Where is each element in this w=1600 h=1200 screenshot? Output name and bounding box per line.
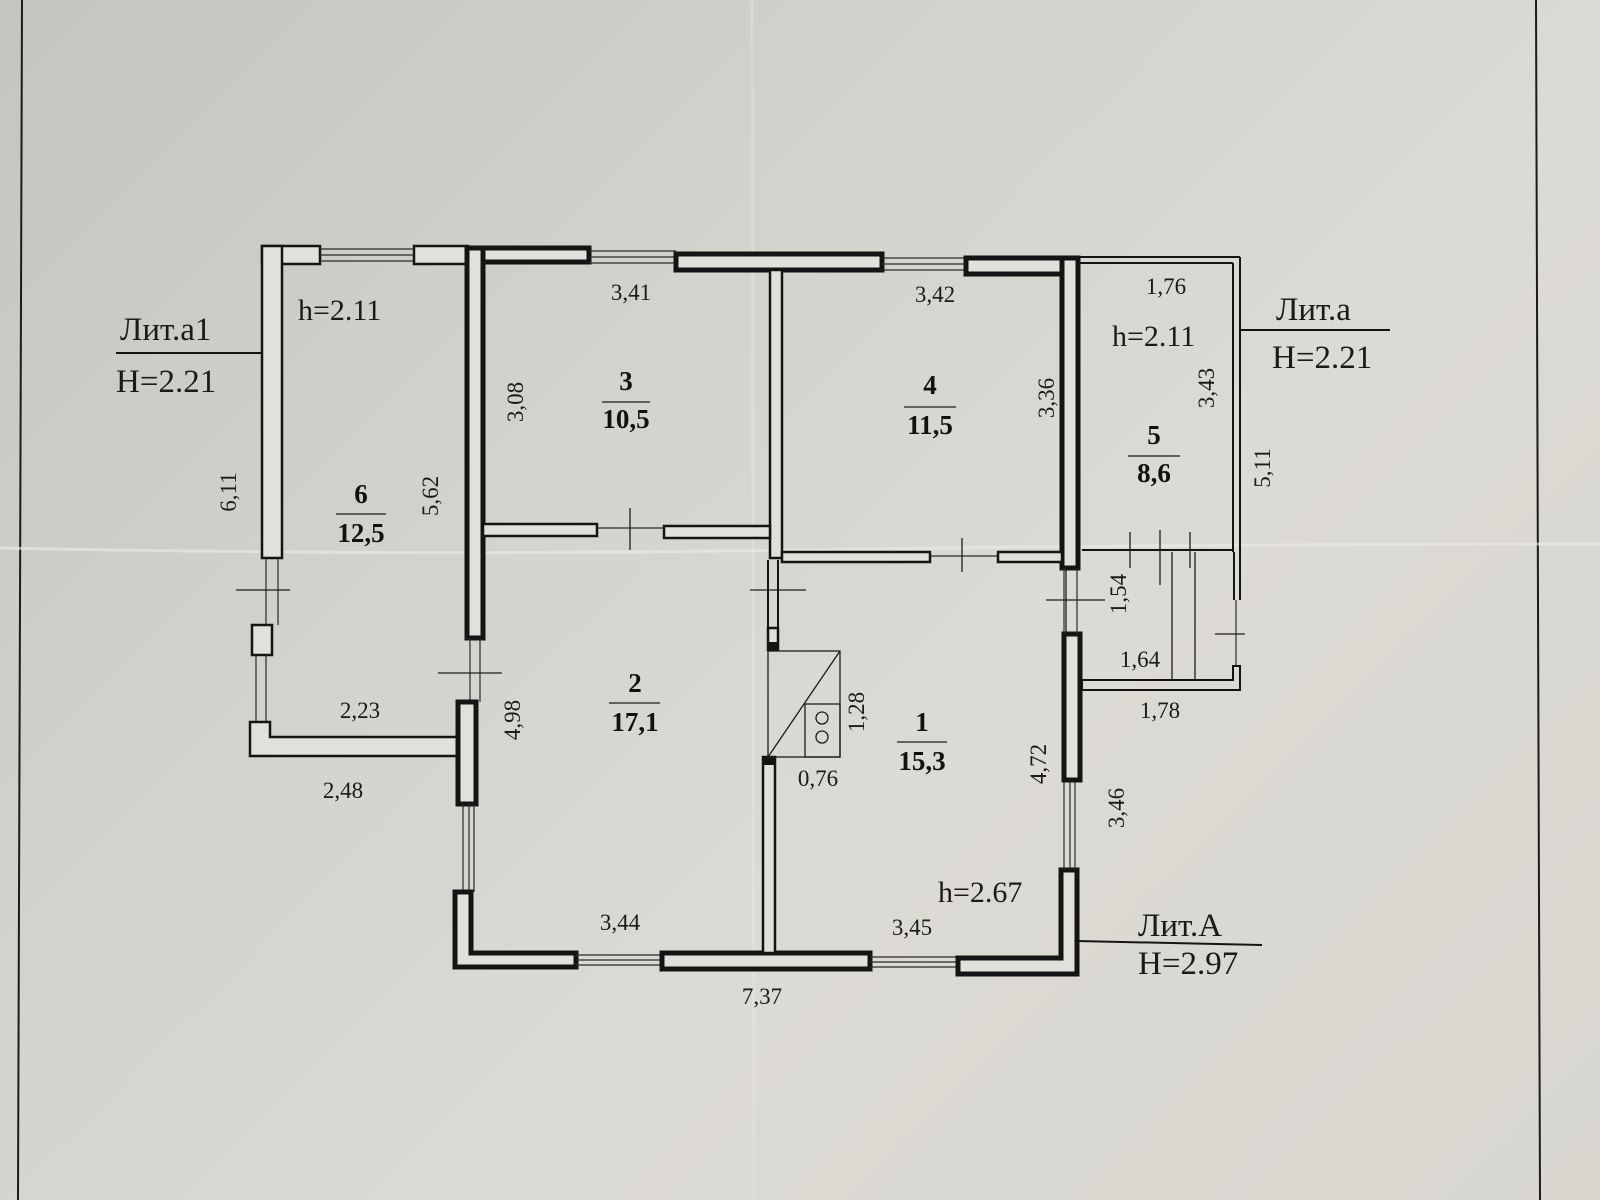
dim-room5-height: 3,43 xyxy=(1194,368,1219,408)
room-area: 11,5 xyxy=(907,410,953,440)
sheet-border-right xyxy=(1535,0,1541,1200)
liter-a-name: Лит.а xyxy=(1276,292,1351,328)
room-3: 3 10,5 xyxy=(602,366,649,434)
stove-icon xyxy=(767,650,841,758)
dim-porch-outer: 1,78 xyxy=(1140,698,1180,723)
dim-room4-width: 3,42 xyxy=(915,282,955,307)
dim-room6-height: 5,62 xyxy=(418,476,443,516)
room-4: 4 11,5 xyxy=(907,370,953,440)
paper-fold-vertical xyxy=(750,0,756,1200)
liter-A-name: Лит.А xyxy=(1138,908,1222,944)
leader-line-A xyxy=(1076,940,1263,946)
liter-a1-name: Лит.а1 xyxy=(120,312,211,348)
room-area: 12,5 xyxy=(337,518,384,548)
dim-room1-outer: 3,46 xyxy=(1104,788,1129,828)
dim-annex-inner: 2,23 xyxy=(340,698,380,723)
room-area: 15,3 xyxy=(898,746,945,776)
room-6: 6 12,5 xyxy=(337,479,384,548)
room-1: 1 15,3 xyxy=(898,707,945,776)
room-number: 5 xyxy=(1147,420,1161,450)
interior-partitions xyxy=(438,268,1064,955)
dim-room3-height: 3,08 xyxy=(503,382,528,422)
dim-porch-inner: 1,64 xyxy=(1120,647,1161,672)
sheet-border-left xyxy=(17,0,23,1200)
dim-stove-width: 0,76 xyxy=(798,766,838,791)
dim-room4-height: 3,36 xyxy=(1034,378,1059,418)
room-number: 1 xyxy=(915,707,929,737)
room1-height: h=2.67 xyxy=(938,876,1022,909)
room-number: 6 xyxy=(354,479,368,509)
room-area: 10,5 xyxy=(602,404,649,434)
room-area: 17,1 xyxy=(611,707,658,737)
paper-fold xyxy=(0,542,1600,555)
liter-a-height: H=2.21 xyxy=(1272,340,1372,376)
dim-room3-width: 3,41 xyxy=(611,280,651,305)
annex-a-walls xyxy=(1046,256,1245,691)
room5-height: h=2.11 xyxy=(1112,320,1195,353)
room-2: 2 17,1 xyxy=(611,668,658,737)
dim-annex-outer: 2,48 xyxy=(323,778,363,803)
dim-room1-width: 3,45 xyxy=(892,915,932,940)
room6-height: h=2.11 xyxy=(298,294,381,327)
room-number: 3 xyxy=(619,366,633,396)
room-5: 5 8,6 xyxy=(1137,420,1171,488)
annex-a1-walls xyxy=(236,244,470,758)
room-area: 8,6 xyxy=(1137,458,1171,488)
dim-room5-width: 1,76 xyxy=(1146,274,1186,299)
dim-annex-a1-outer-height: 6,11 xyxy=(216,472,241,511)
main-walls xyxy=(452,245,1083,977)
dim-room2-height: 4,98 xyxy=(500,700,525,740)
dim-annex-a-height: 5,11 xyxy=(1250,448,1275,487)
dim-total-width: 7,37 xyxy=(742,984,782,1009)
dim-stove-depth: 1,28 xyxy=(844,692,869,732)
dim-room1-height: 4,72 xyxy=(1026,744,1051,784)
room-number: 2 xyxy=(628,668,642,698)
liter-A-height: H=2.97 xyxy=(1138,946,1238,982)
liter-a1-height: H=2.21 xyxy=(116,364,216,400)
room-number: 4 xyxy=(923,370,937,400)
dim-room2-width: 3,44 xyxy=(600,910,641,935)
dim-porch-depth: 1,54 xyxy=(1106,573,1131,614)
